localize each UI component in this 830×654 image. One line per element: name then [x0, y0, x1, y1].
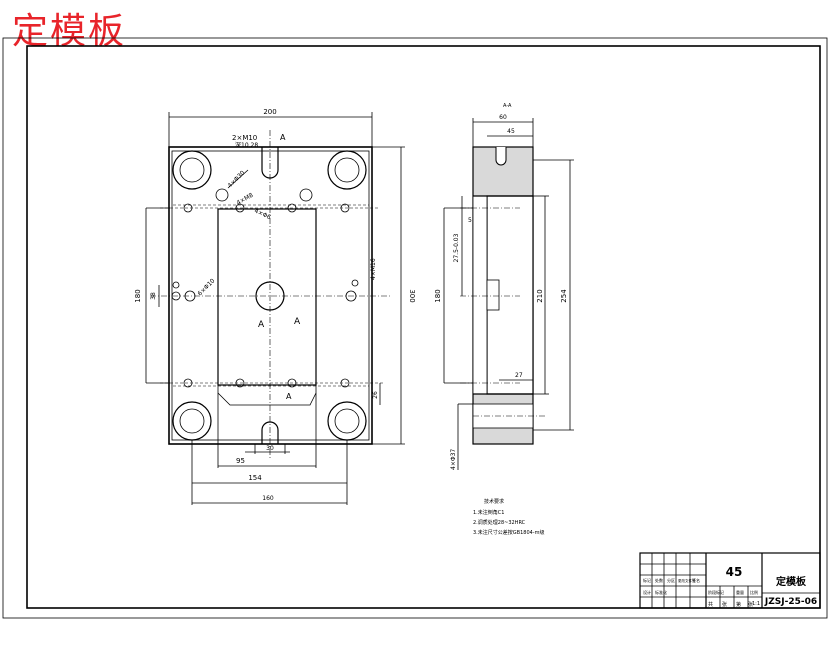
dim-38: 38 [150, 292, 157, 300]
dim-5: 5 [468, 217, 472, 224]
dim-154: 154 [248, 474, 262, 482]
row-label-3: 分区 [667, 577, 675, 583]
dim-95: 95 [236, 457, 245, 465]
dim-254: 254 [560, 289, 568, 303]
technical-notes: 技术要求 1.未注倒角C1 2.调质处理28~32HRC 3.未注尺寸公差按GB… [473, 498, 544, 536]
note-side: 4×M16 [370, 258, 377, 280]
note-slot: 2×M10 [232, 134, 257, 142]
note-item-2: 2.调质处理28~32HRC [473, 519, 526, 526]
front-view: 200 300 180 38 95 30 154 160 26 2×M10 深1… [134, 108, 416, 505]
inner-border [26, 45, 821, 609]
section-marker-left: A [258, 320, 265, 330]
dim-200: 200 [263, 108, 276, 116]
row-label-1: 标记 [643, 577, 651, 583]
dim-4x37: 4×Φ37 [450, 449, 457, 470]
section-marker-right: A [294, 317, 301, 327]
dim-27: 27 [515, 372, 523, 379]
plate-outline [168, 146, 373, 445]
notes-heading: 技术要求 [484, 498, 504, 505]
dim-26: 26 [372, 391, 379, 399]
note-hole-b: 4×M8 [236, 192, 255, 207]
dim-180-side: 180 [434, 289, 442, 302]
outer-border [2, 37, 828, 619]
section-marker-bottom: A [286, 392, 292, 401]
row2-label-1: 设计 [643, 589, 651, 595]
section-label: A-A [503, 103, 512, 109]
section-marker-top: A [280, 133, 286, 142]
note-side-hole: 6×Φ10 [196, 277, 216, 297]
dim-300: 300 [408, 289, 416, 302]
stamp-title: 定模板 [12, 11, 127, 52]
section-view: A-A 60 45 180 27.5-0.03 5 210 [434, 103, 574, 470]
row-label-4: 更改文件号 [678, 578, 696, 583]
dim-210: 210 [536, 289, 544, 302]
footer-3: 第 [736, 601, 741, 608]
row2-label-5: 比例 [750, 589, 758, 595]
drawing-number: JZSJ-25-06 [764, 597, 817, 607]
row-label-2: 处数 [655, 577, 663, 583]
top-slot [261, 147, 279, 179]
row-label-5: 签名 [692, 577, 700, 583]
scale-value: 1:1 [752, 601, 760, 607]
bottom-slot [261, 421, 279, 444]
row2-label-4: 重量 [736, 589, 744, 595]
dim-180: 180 [134, 289, 142, 302]
row2-label-2: 标准化 [655, 589, 667, 595]
dim-60: 60 [499, 114, 507, 121]
note-item-1: 1.未注倒角C1 [473, 509, 504, 516]
dim-45: 45 [507, 128, 515, 135]
part-name: 定模板 [776, 575, 807, 588]
inner-pocket [217, 208, 317, 386]
footer-4: 张 [748, 601, 753, 608]
note-item-3: 3.未注尺寸公差按GB1804-m级 [473, 529, 544, 536]
footer-2: 张 [722, 601, 727, 608]
note-slot-depth: 深10 28 [235, 141, 258, 149]
row2-label-3: 阶段标记 [708, 589, 724, 595]
material: 45 [726, 565, 743, 579]
footer-1: 共 [708, 601, 713, 608]
note-hole-a: 4×Φ30 [226, 169, 246, 189]
dim-tol: 27.5-0.03 [453, 233, 460, 262]
dim-30: 30 [266, 445, 274, 452]
dim-160: 160 [262, 495, 274, 502]
title-block: 标记 处数 分区 更改文件号 签名 设计 标准化 阶段标记 重量 比例 1:1 … [639, 552, 821, 609]
